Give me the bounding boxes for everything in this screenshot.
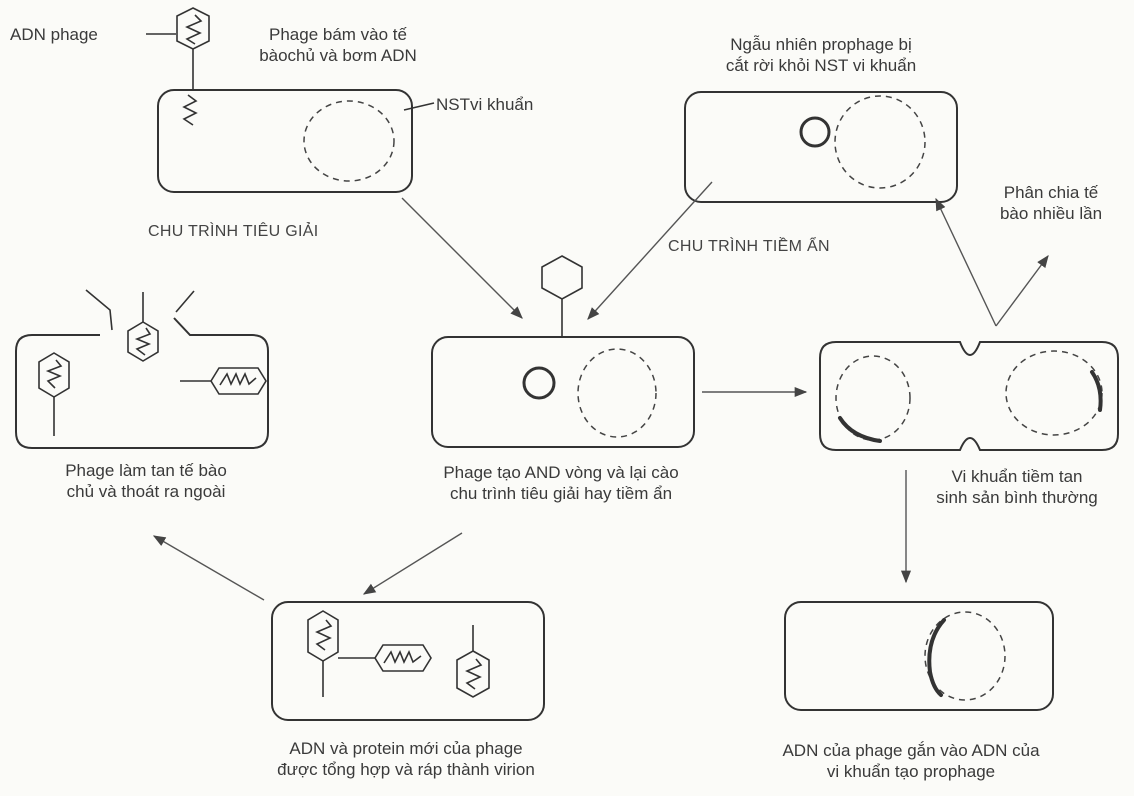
cell-injection xyxy=(158,90,412,192)
cell-circular-dna xyxy=(432,256,694,447)
new-phage-icon xyxy=(308,611,338,661)
phage-icon xyxy=(39,353,69,397)
empty-phage-capsid-icon xyxy=(542,256,582,299)
cell-lysis xyxy=(16,290,268,448)
integration-label: ADN của phage gắn vào ADN của vi khuẩn t… xyxy=(716,740,1106,782)
lytic-cycle-label: CHU TRÌNH TIÊU GIẢI xyxy=(148,221,318,242)
circular-phage-dna xyxy=(524,368,554,398)
nst-leader xyxy=(404,103,434,110)
adn-phage-label: ADN phage xyxy=(10,24,98,45)
lysogen-reproduce-label: Vi khuẩn tiềm tan sinh sản bình thường xyxy=(900,466,1134,508)
synthesis-label: ADN và protein mới của phage được tổng h… xyxy=(216,738,596,780)
prophage-excise-label: Ngẫu nhiên prophage bị cắt rời khỏi NST … xyxy=(676,34,966,76)
bacterial-chromosome xyxy=(835,96,925,188)
cell-excision xyxy=(685,92,957,202)
prophage-segment xyxy=(840,418,880,441)
bacterial-chromosome xyxy=(578,349,656,437)
bacterial-chromosome xyxy=(304,101,394,181)
phage-icon xyxy=(177,8,209,90)
bacterial-chromosome xyxy=(1006,351,1102,435)
nst-label: NSTvi khuẩn xyxy=(436,94,533,115)
lysis-label: Phage làm tan tế bào chủ và thoát ra ngo… xyxy=(16,460,276,502)
cell-dividing xyxy=(820,342,1118,450)
lysogenic-cycle-label: CHU TRÌNH TIỀM ẨN xyxy=(668,236,830,257)
injected-dna xyxy=(184,95,196,125)
arrow-icon xyxy=(154,182,1048,600)
divide-label: Phân chia tế bào nhiều lần xyxy=(976,182,1126,224)
cell-integration xyxy=(785,602,1053,710)
phage-attach-label: Phage bám vào tế bàochủ và bơm ADN xyxy=(238,24,438,66)
excised-phage-dna xyxy=(801,118,829,146)
circular-dna-label: Phage tạo AND vòng và lại cào chu trình … xyxy=(376,462,746,504)
cell-synthesis xyxy=(272,602,544,720)
